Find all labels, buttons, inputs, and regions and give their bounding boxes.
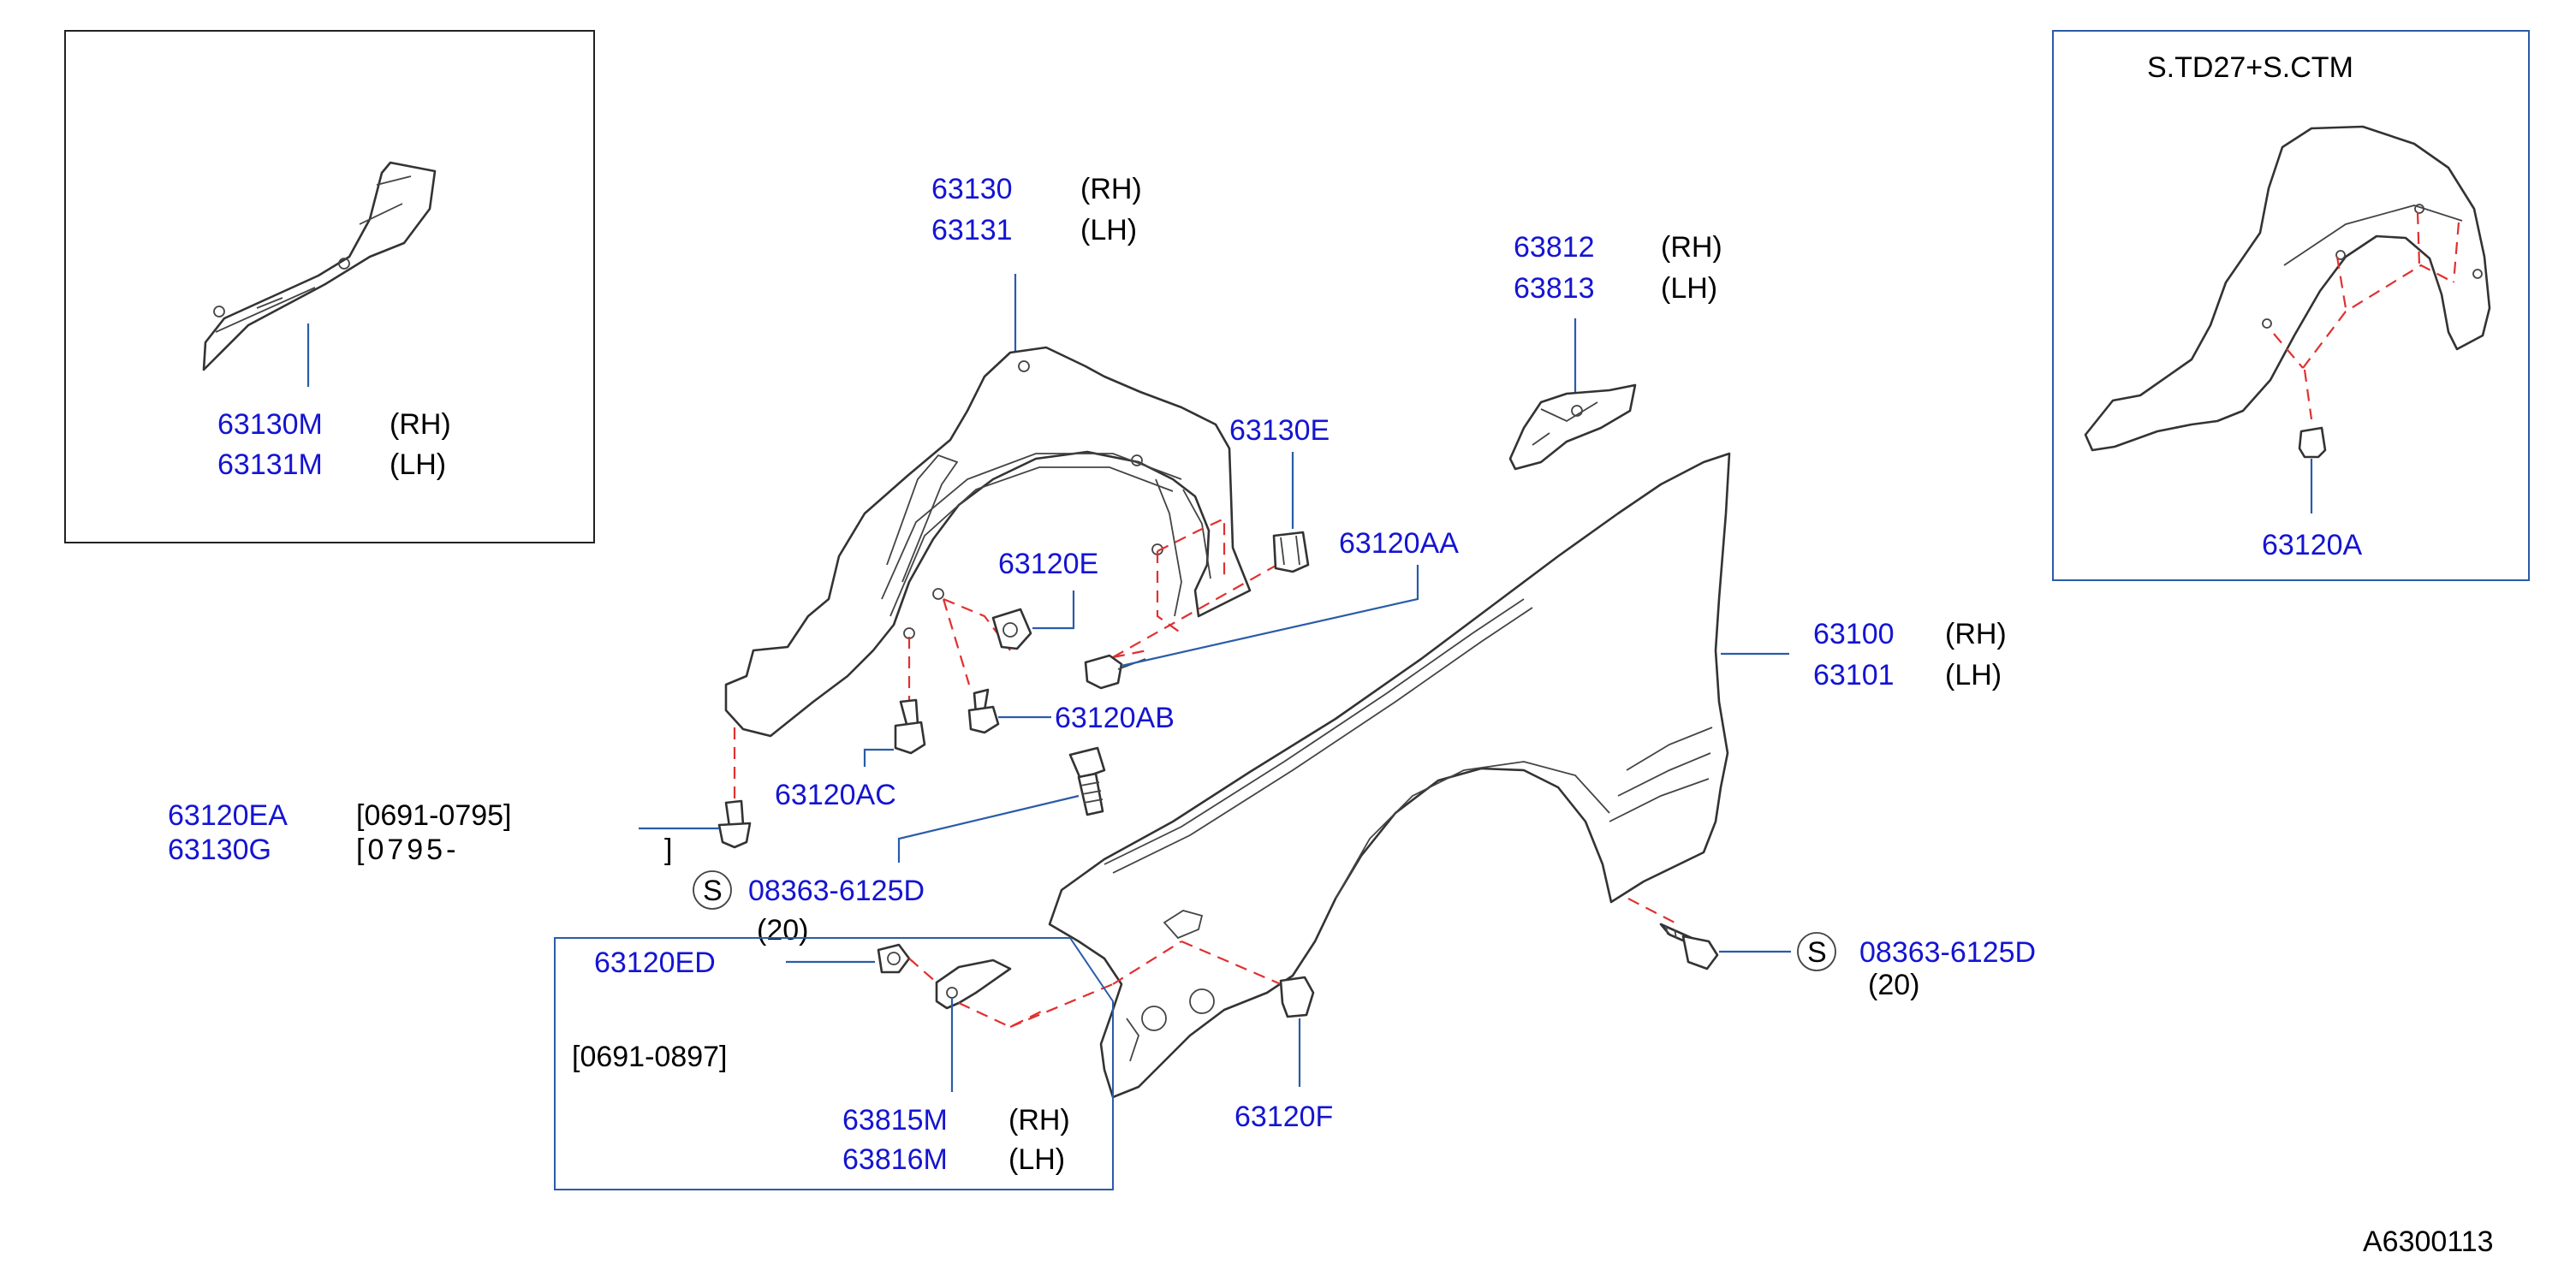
side-rh: (RH) <box>1080 173 1142 205</box>
part-no-63812: 63812 <box>1514 231 1595 264</box>
inset-box-left <box>64 30 595 543</box>
inset-box-right <box>2052 30 2530 581</box>
part-no-63813: 63813 <box>1514 272 1595 305</box>
front-fender-part <box>1048 452 1731 1099</box>
range-63130G: [0795- <box>356 834 459 866</box>
s-symbol-text-left: S <box>703 875 723 907</box>
part-no-63131M: 63131M <box>217 448 323 481</box>
fender-bracket-part <box>1508 383 1637 471</box>
range-bottom: [0691-0897] <box>572 1041 728 1073</box>
qty-left: (20) <box>757 914 808 947</box>
part-no-63101: 63101 <box>1813 659 1895 691</box>
liner-dashes-right <box>2273 211 2460 369</box>
part-no-63130G: 63130G <box>168 834 271 866</box>
inset-right-title: S.TD27+S.CTM <box>2147 51 2353 84</box>
side-rh: (RH) <box>1661 231 1722 264</box>
part-no-08363-6125D-left: 08363-6125D <box>748 875 925 907</box>
part-no-63120A: 63120A <box>2262 529 2363 561</box>
clip-63120EA <box>717 799 752 849</box>
clip-63120F <box>1279 976 1315 1018</box>
qty-right: (20) <box>1868 969 1919 1001</box>
part-no-63120AA: 63120AA <box>1339 527 1459 560</box>
side-lh: (LH) <box>390 448 446 481</box>
side-lh: (LH) <box>1945 659 2002 691</box>
clip-63120E <box>991 608 1032 650</box>
bolt-right <box>1659 923 1719 970</box>
diagram-code: A6300113 <box>2363 1225 2494 1258</box>
part-no-63120AC: 63120AC <box>775 779 896 811</box>
part-no-63120F: 63120F <box>1234 1101 1333 1133</box>
wheel-liner-part <box>724 346 1252 738</box>
s-symbol-left <box>693 870 732 910</box>
part-no-63816M: 63816M <box>842 1143 948 1176</box>
liner-dashes <box>733 517 1290 813</box>
side-rh: (RH) <box>1008 1104 1070 1136</box>
part-no-63131: 63131 <box>931 214 1013 246</box>
part-no-63100: 63100 <box>1813 618 1895 650</box>
part-no-63130: 63130 <box>931 173 1013 205</box>
part-no-08363-6125D-right: 08363-6125D <box>1859 936 2036 969</box>
lower-bracket-part <box>935 958 1012 1010</box>
clip-63120AA <box>1084 654 1146 690</box>
clip-63130E <box>1272 531 1310 573</box>
extension-bracket-part <box>202 161 437 371</box>
side-rh: (RH) <box>390 408 451 441</box>
bolt-left <box>1068 746 1106 816</box>
range-bracket-close: ] <box>664 834 672 866</box>
part-no-63815M: 63815M <box>842 1104 948 1136</box>
side-lh: (LH) <box>1008 1143 1065 1176</box>
side-rh: (RH) <box>1945 618 2007 650</box>
range-63120EA: [0691-0795] <box>356 799 512 832</box>
part-no-63120E: 63120E <box>998 548 1098 580</box>
part-no-63130E: 63130E <box>1229 414 1330 447</box>
part-no-63120AB: 63120AB <box>1055 702 1175 734</box>
part-no-63120ED: 63120ED <box>594 947 716 979</box>
s-symbol-text-right: S <box>1807 936 1827 969</box>
screw-63120AB <box>967 688 1000 734</box>
part-no-63130M: 63130M <box>217 408 323 441</box>
part-no-63120EA: 63120EA <box>168 799 288 832</box>
clip-63120ED <box>877 943 911 974</box>
mudguard-liner-part <box>2084 125 2491 452</box>
clip-63120AC <box>894 698 926 755</box>
clip-63120A <box>2298 426 2327 459</box>
s-symbol-right <box>1797 932 1836 971</box>
inset-box-bottom <box>554 937 1114 1190</box>
side-lh: (LH) <box>1080 214 1137 246</box>
side-lh: (LH) <box>1661 272 1717 305</box>
